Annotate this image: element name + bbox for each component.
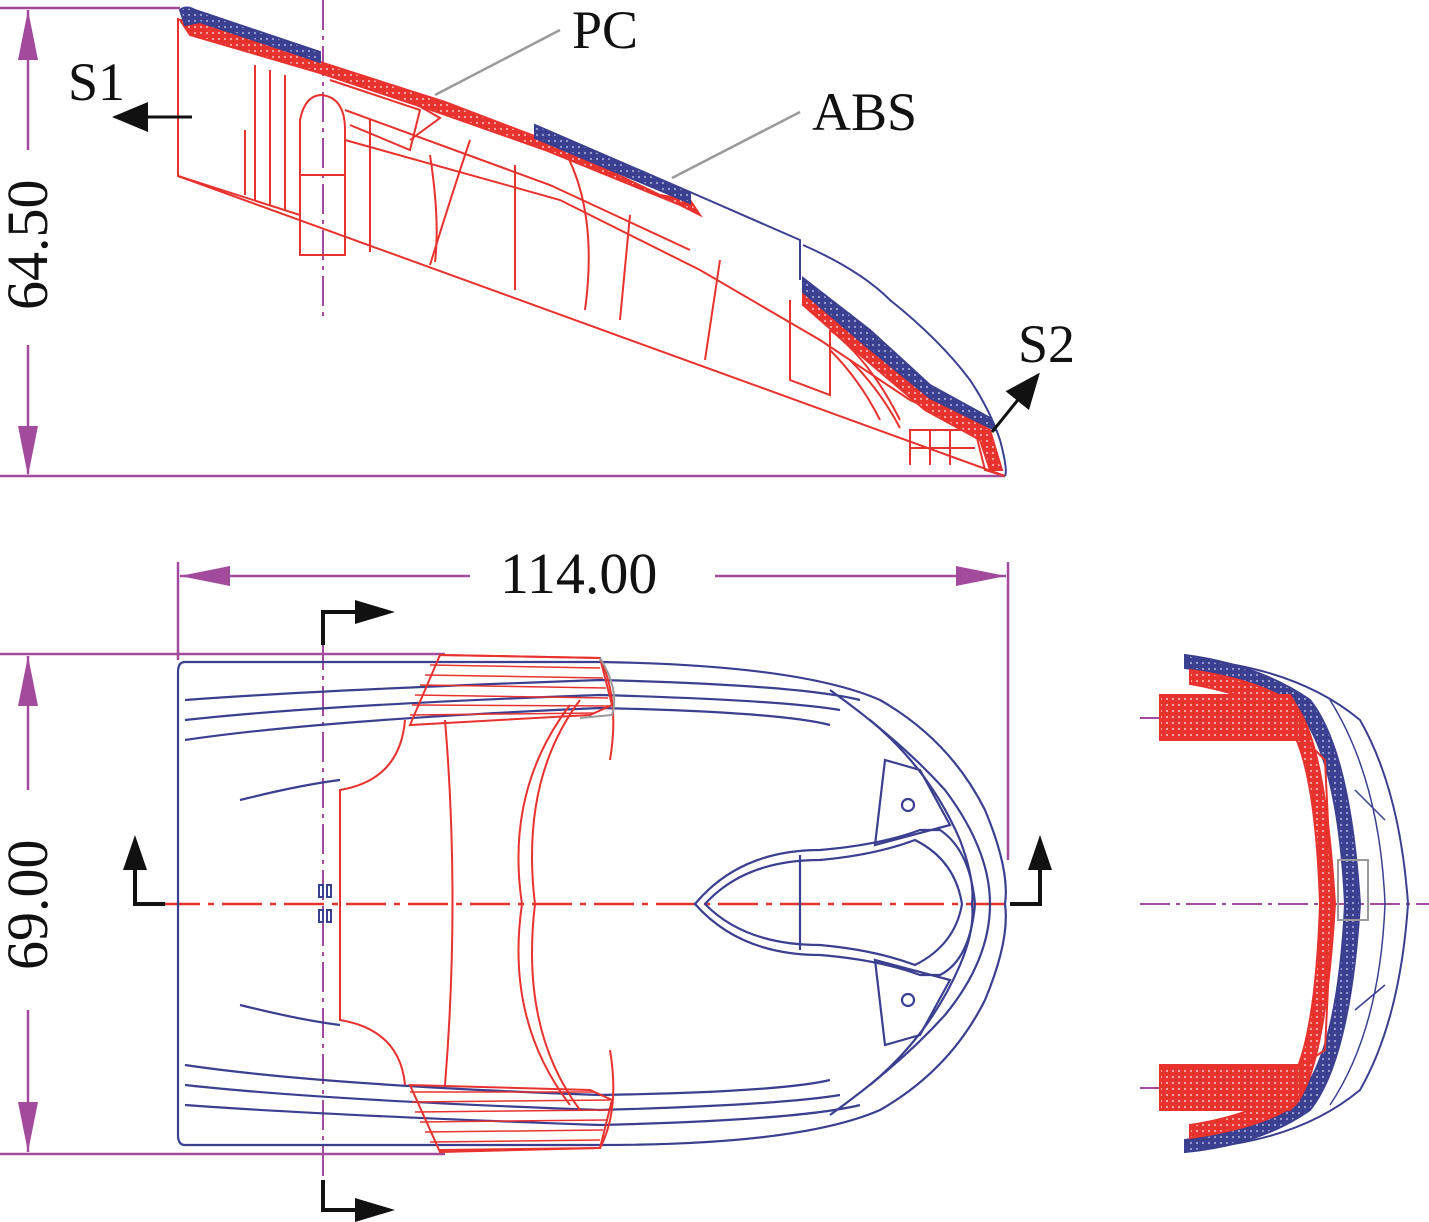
end-pc-lower-tab xyxy=(1159,1064,1301,1111)
gray-detail xyxy=(579,657,616,719)
center-marks xyxy=(318,884,332,923)
abs-leader-line xyxy=(671,110,801,180)
height-dimension-label: 64.50 xyxy=(0,180,60,311)
end-view xyxy=(1140,653,1429,1154)
s2-arrow xyxy=(990,372,1040,433)
s2-label: S2 xyxy=(1018,314,1075,374)
width-dimension xyxy=(0,652,445,1156)
end-abs-shell xyxy=(1184,653,1362,1154)
abs-shell-rear xyxy=(178,6,321,64)
width-dimension-label: 69.00 xyxy=(0,840,60,971)
end-abs-inner-lines xyxy=(1329,699,1386,1106)
abs-shell-front xyxy=(802,275,997,433)
pc-shell-section xyxy=(177,18,703,218)
height-dimension xyxy=(0,6,1005,478)
side-view: 64.50 xyxy=(0,0,1075,478)
length-dimension-label: 114.00 xyxy=(500,541,657,606)
end-abs-outline xyxy=(1199,659,1410,1149)
pc-label: PC xyxy=(572,0,638,60)
pc-top-band-upper xyxy=(408,653,614,727)
top-view: 114.00 69.00 xyxy=(0,541,1052,1222)
pc-top-band-lower-lines xyxy=(410,1091,611,1143)
end-pc-shell xyxy=(1189,668,1337,1140)
length-dimension xyxy=(176,562,1010,860)
section-arrowheads xyxy=(123,600,1052,1222)
pc-top-band-upper-lines xyxy=(409,664,611,716)
end-pc-rib xyxy=(1309,744,1334,1061)
abs-outer-outline xyxy=(689,191,1007,477)
pc-top-band-lower xyxy=(408,1083,614,1154)
abs-label: ABS xyxy=(812,82,917,142)
abs-top-outline xyxy=(176,660,1007,1147)
pc-leader-line xyxy=(434,28,561,97)
s1-label: S1 xyxy=(68,52,125,112)
abs-shell-mid xyxy=(534,123,691,205)
pc-top-outline xyxy=(339,654,615,1151)
end-pc-upper-tab xyxy=(1159,694,1301,741)
end-center-slot xyxy=(1337,859,1369,921)
